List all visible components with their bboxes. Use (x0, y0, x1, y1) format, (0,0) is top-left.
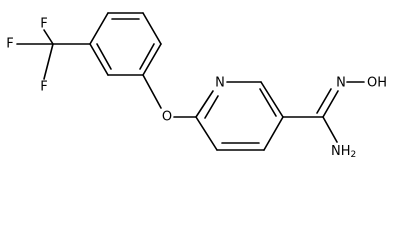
pyridine-ring: N (195, 76, 284, 151)
ether-linkage: O (142, 74, 197, 125)
nitrogen-label: N (215, 76, 225, 91)
molecule-canvas: F F F O N (6, 12, 387, 161)
pyridine-bond (195, 116, 218, 151)
fluorine-label: F (6, 37, 13, 52)
fluorine-label: F (40, 17, 47, 32)
amidine-bond (322, 116, 338, 143)
hydroxyl-label: OH (367, 76, 387, 91)
benzene-bond (142, 43, 162, 76)
ether-bond (142, 74, 162, 109)
amidine-double-bond (316, 88, 332, 114)
structure-diagram: F F F O N (6, 12, 387, 161)
pyridine-bond (195, 90, 214, 118)
pyridine-double-bond (204, 95, 219, 119)
amine-label: NH2 (331, 144, 356, 161)
cf3-f-bond (43, 29, 54, 45)
benzene-double-bond (139, 43, 155, 70)
pyridine-double-bond (259, 88, 277, 117)
cf3-f-bond (43, 43, 54, 80)
amidoxime-group: N OH NH2 (282, 76, 387, 161)
pyridine-bond (260, 81, 284, 118)
trifluoromethyl-group: F F F (6, 17, 91, 95)
amidine-double-bond (322, 90, 339, 118)
benzene-ring (89, 12, 162, 76)
benzene-bond (89, 43, 109, 76)
benzene-bond (142, 12, 162, 45)
amine-label-text: NH (331, 144, 351, 159)
fluorine-label: F (40, 80, 47, 95)
benzene-double-bond (96, 43, 112, 70)
nitrogen-label: N (336, 76, 346, 91)
amine-subscript: 2 (351, 150, 357, 160)
benzene-bond (89, 12, 109, 45)
oxygen-label: O (162, 110, 172, 125)
pyridine-bond (263, 116, 284, 151)
